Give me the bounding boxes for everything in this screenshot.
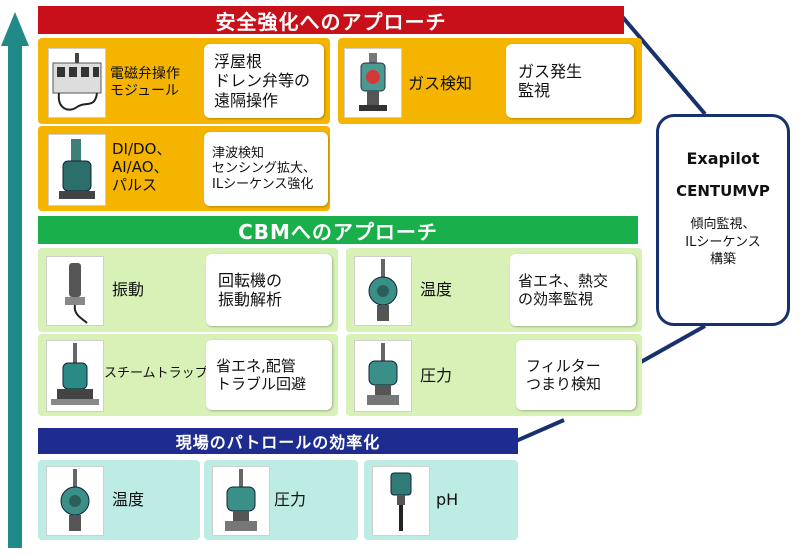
safety-title: 安全強化へのアプローチ <box>215 9 447 34</box>
steam-trap-sensor-icon <box>46 340 104 412</box>
exapilot-box: Exapilot CENTUMVP 傾向監視、 ILシーケンス 構築 <box>656 114 790 326</box>
pressure-transmitter-icon <box>354 340 412 412</box>
pressure-desc-card: フィルター つまり検知 <box>516 340 636 410</box>
solenoid-desc: 浮屋根 ドレン弁等の 遠隔操作 <box>214 52 311 110</box>
centum-title: CENTUMVP <box>676 182 770 200</box>
temperature-desc: 省エネ、熱交 の効率監視 <box>518 272 609 308</box>
patrol-banner: 現場のパトロールの効率化 <box>38 428 518 454</box>
vibration-desc-card: 回転機の 振動解析 <box>206 254 332 326</box>
solenoid-valve-module-icon <box>48 48 106 118</box>
gas-desc: ガス発生 監視 <box>518 61 583 100</box>
vibration-label: 振動 <box>112 280 145 299</box>
steamtrap-label: スチームトラップ <box>104 366 208 381</box>
io-desc-card: 津波検知 センシング拡大、 ILシーケンス強化 <box>204 132 328 206</box>
cbm-temperature-label: 温度 <box>420 280 453 299</box>
patrol-title: 現場のパトロールの効率化 <box>175 433 381 452</box>
patrol-pressure-label: 圧力 <box>274 490 307 509</box>
temperature-transmitter-icon <box>354 256 412 326</box>
temperature-transmitter-icon <box>46 466 104 536</box>
steamtrap-desc: 省エネ,配管 トラブル回避 <box>216 357 307 393</box>
solenoid-module-label: 電磁弁操作 モジュール <box>110 66 180 99</box>
exapilot-title: Exapilot <box>686 149 760 168</box>
cbm-banner: CBMへのアプローチ <box>38 216 638 244</box>
cbm-pressure-label: 圧力 <box>420 366 453 385</box>
ph-label: pH <box>436 490 459 509</box>
upward-arrow <box>1 12 29 548</box>
safety-banner: 安全強化へのアプローチ <box>38 6 624 34</box>
patrol-temperature-label: 温度 <box>112 490 145 509</box>
exapilot-desc: 傾向監視、 ILシーケンス 構築 <box>685 217 761 268</box>
io-desc: 津波検知 センシング拡大、 ILシーケンス強化 <box>212 145 317 192</box>
gas-detector-label: ガス検知 <box>408 74 473 93</box>
pressure-desc: フィルター つまり検知 <box>526 357 602 393</box>
ph-sensor-icon <box>372 466 430 536</box>
io-label: DI/DO、 AI/AO、 パルス <box>112 140 172 194</box>
cbm-title: CBMへのアプローチ <box>238 219 438 244</box>
vibration-sensor-icon <box>46 256 104 326</box>
vibration-desc: 回転機の 振動解析 <box>218 270 283 309</box>
io-transmitter-icon <box>48 134 106 206</box>
gas-desc-card: ガス発生 監視 <box>506 44 634 118</box>
gas-detector-icon <box>344 48 402 118</box>
solenoid-desc-card: 浮屋根 ドレン弁等の 遠隔操作 <box>204 44 324 118</box>
pressure-transmitter-icon <box>212 466 270 536</box>
temperature-desc-card: 省エネ、熱交 の効率監視 <box>510 254 636 326</box>
steamtrap-desc-card: 省エネ,配管 トラブル回避 <box>206 340 332 410</box>
